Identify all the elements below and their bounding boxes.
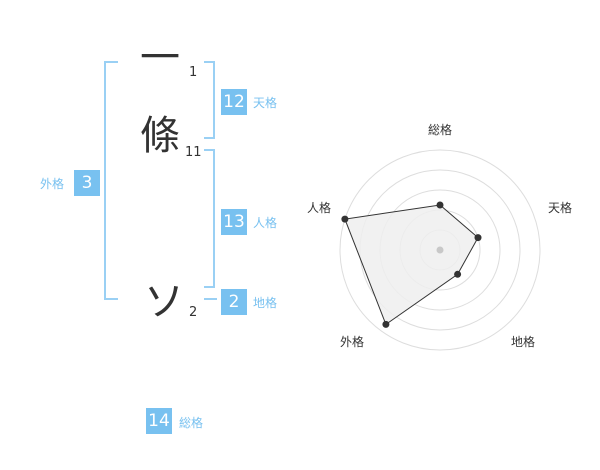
gaikaku-label: 外格 (40, 177, 65, 191)
radar-label-chikaku: 地格 (511, 335, 536, 349)
radar-grid-ring (339, 149, 541, 351)
name-char-2: 條 (140, 113, 180, 159)
chikaku-value: 2 (221, 289, 247, 315)
chikaku-bracket (204, 298, 217, 300)
stroke-count-1: 1 (189, 65, 198, 80)
stroke-count-3: 2 (189, 305, 198, 320)
radar-label-gaikaku: 外格 (340, 335, 365, 349)
radar-label-jinkaku: 人格 (307, 201, 332, 215)
radar-series-area (344, 204, 479, 326)
radar-label-soukaku: 総格 (428, 123, 453, 137)
gaikaku-value: 3 (74, 170, 100, 196)
jinkaku-bracket (204, 149, 215, 288)
radar-point-0 (436, 201, 444, 209)
stroke-count-2: 11 (185, 145, 202, 160)
radar-point-4 (341, 215, 349, 223)
name-char-1: 一 (140, 35, 180, 81)
chikaku-label: 地格 (253, 296, 278, 310)
radar-point-3 (382, 320, 390, 328)
radar-center-dot (436, 246, 444, 254)
tenkaku-bracket (204, 61, 215, 139)
tenkaku-label: 天格 (253, 96, 278, 110)
radar-point-2 (454, 270, 462, 278)
tenkaku-value: 12 (221, 89, 247, 115)
gaikaku-bracket (104, 61, 118, 300)
radar-label-tenkaku: 天格 (548, 201, 573, 215)
name-char-3: ソ (144, 279, 184, 325)
radar-point-1 (474, 234, 482, 242)
soukaku-label: 総格 (179, 416, 204, 430)
jinkaku-value: 13 (221, 209, 247, 235)
soukaku-value: 14 (146, 408, 172, 434)
jinkaku-label: 人格 (253, 216, 278, 230)
